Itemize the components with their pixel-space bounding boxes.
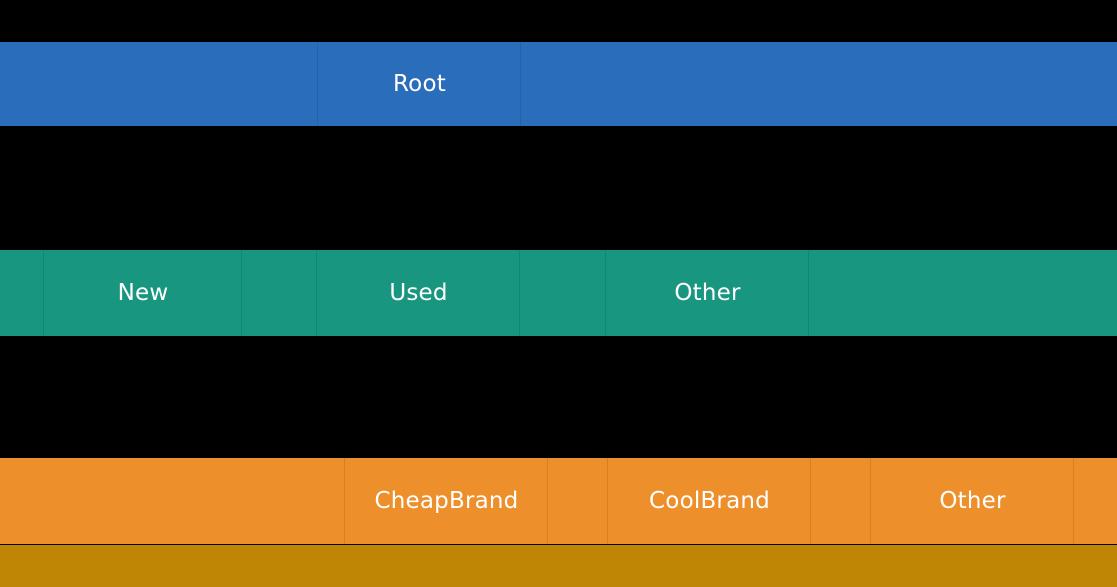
icicle-level-leaf-level <box>0 545 1117 587</box>
icicle-node-used[interactable]: Used <box>317 250 520 336</box>
icicle-node-label: Root <box>393 70 446 97</box>
icicle-level-condition-level: New Used Other <box>0 250 1117 336</box>
icicle-node-cheapbrand[interactable]: CheapBrand <box>345 458 548 544</box>
icicle-node-segment[interactable] <box>0 458 345 544</box>
icicle-node-coolbrand[interactable]: CoolBrand <box>608 458 811 544</box>
icicle-node-label: Used <box>389 279 448 306</box>
icicle-node-segment[interactable] <box>242 250 317 336</box>
icicle-node-new[interactable]: New <box>44 250 242 336</box>
icicle-node-root[interactable]: Root <box>318 42 521 126</box>
icicle-node-segment[interactable] <box>809 250 1117 336</box>
icicle-node-segment[interactable] <box>811 458 871 544</box>
icicle-node-segment[interactable] <box>521 42 1117 126</box>
icicle-node-label: Other <box>939 487 1006 514</box>
icicle-node-other[interactable]: Other <box>606 250 809 336</box>
icicle-node-segment[interactable] <box>1074 458 1117 544</box>
icicle-node-segment[interactable] <box>0 250 44 336</box>
icicle-node-label: CheapBrand <box>374 487 519 514</box>
icicle-node-segment[interactable] <box>548 458 608 544</box>
icicle-level-brand-level: CheapBrand CoolBrand Other <box>0 458 1117 544</box>
icicle-node-segment[interactable] <box>0 545 1117 587</box>
icicle-node-label: Other <box>674 279 741 306</box>
icicle-node-segment[interactable] <box>520 250 606 336</box>
icicle-level-root-level: Root <box>0 42 1117 126</box>
icicle-node-other[interactable]: Other <box>871 458 1074 544</box>
icicle-node-segment[interactable] <box>0 42 318 126</box>
icicle-node-label: New <box>117 279 169 306</box>
icicle-node-label: CoolBrand <box>649 487 770 514</box>
